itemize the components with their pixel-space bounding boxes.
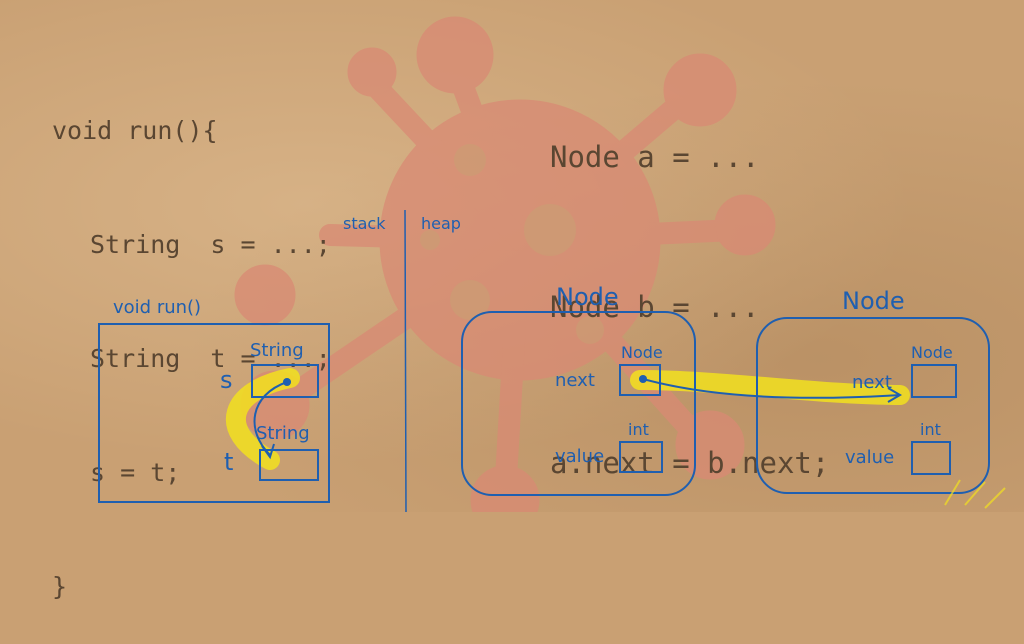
node-b-title: Node <box>842 287 905 315</box>
code-line: Node b = ... <box>550 290 760 324</box>
node-a-value-type: int <box>628 420 649 439</box>
virus-graphic <box>234 16 776 512</box>
code-block-right: Node a = ... Node b = ... a.next = b.nex… <box>550 32 829 538</box>
node-a-next-type: Node <box>621 343 663 362</box>
frame-title: void run() <box>113 297 202 318</box>
t-type-label: String <box>256 423 310 444</box>
stack-label: stack <box>343 214 386 233</box>
t-var-label: t <box>224 448 234 476</box>
s-slot <box>251 364 319 398</box>
next-arrow <box>642 378 901 399</box>
node-b-value-type: int <box>920 420 941 439</box>
s-var-label: s <box>220 366 233 394</box>
code-line: String t = ...; <box>90 344 331 373</box>
code-line: void run(){ <box>52 116 218 145</box>
node-b-value-label: value <box>845 447 895 468</box>
code-line: Node a = ... <box>550 140 760 174</box>
node-a-next-slot <box>619 364 661 396</box>
stack-heap-divider <box>404 209 407 512</box>
node-b-next-type: Node <box>911 343 953 362</box>
node-a-title: Node <box>556 283 619 311</box>
arrowhead <box>261 443 275 460</box>
arrowhead <box>887 387 902 403</box>
highlight-next-to-node <box>630 370 910 405</box>
node-b-next-slot <box>911 364 957 398</box>
node-b-next-label: next <box>852 372 892 393</box>
code-block-left: void run(){ String s = ...; String t = .… <box>52 36 331 644</box>
node-b-box <box>756 317 990 494</box>
code-line: String s = ...; <box>90 230 331 259</box>
t-slot <box>259 449 319 481</box>
node-a-value-label: value <box>555 446 605 467</box>
code-line: s = t; <box>90 458 181 487</box>
node-b-value-slot <box>911 441 951 475</box>
node-a-value-slot <box>619 441 663 473</box>
highlight-s-to-t <box>226 368 300 470</box>
code-line: a.next = b.next; <box>550 446 830 480</box>
s-type-label: String <box>250 340 304 361</box>
corner-sketch-marks <box>944 479 1006 509</box>
frame-box <box>98 323 330 503</box>
code-line: } <box>52 572 68 601</box>
node-a-next-label: next <box>555 370 595 391</box>
memory-diagram <box>98 209 1006 512</box>
heap-label: heap <box>421 214 461 233</box>
node-a-box <box>461 311 696 496</box>
